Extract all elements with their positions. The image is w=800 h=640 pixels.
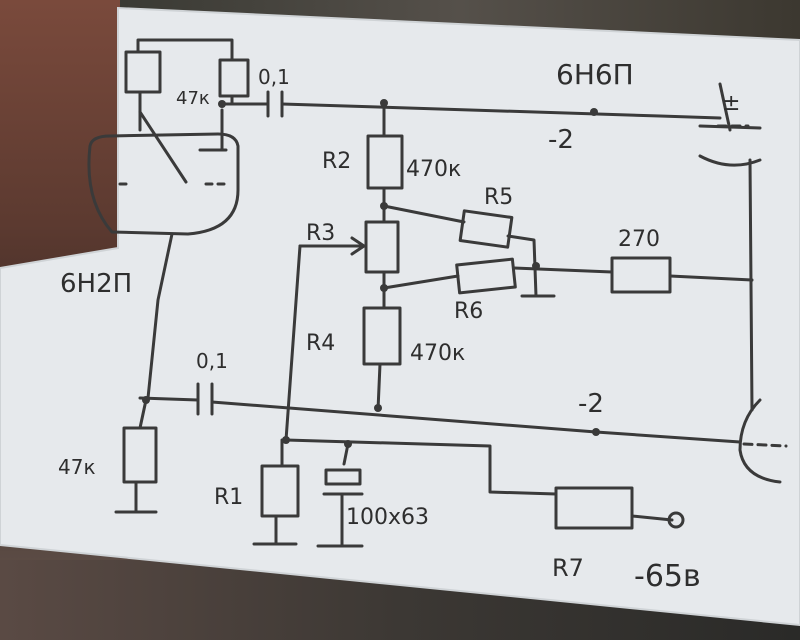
tube-6n6p-dashes-bottom (742, 442, 788, 448)
label-grid-bottom: -2 (578, 389, 604, 419)
junction-r2-top (380, 99, 388, 107)
wire-to-r5 (382, 204, 466, 224)
resistor-top-left-1 (124, 50, 162, 94)
resistor-r5 (458, 209, 514, 249)
junction-r5-r6 (532, 262, 540, 270)
label-r3-name: R3 (306, 221, 335, 246)
wire-wiper-down (284, 244, 302, 442)
label-r2-value: 470к (406, 157, 461, 182)
wire-r4-down (376, 362, 382, 412)
junction-grid-bottom (592, 428, 600, 436)
wire-to-cap-mid (138, 396, 200, 402)
resistor-top-left-47k (218, 58, 250, 98)
wire-bottom-bus (284, 438, 558, 496)
wire-top-frame (136, 38, 234, 62)
label-tube-6n2p: 6Н2П (60, 269, 132, 299)
wire-to-r6 (382, 274, 460, 290)
ground-r1 (252, 514, 298, 546)
wire-r7-terminal (630, 514, 674, 522)
tube-grid-wire (138, 110, 188, 184)
label-supply: -65в (634, 559, 701, 594)
junction-r6 (380, 284, 388, 292)
junctions (142, 99, 600, 448)
wire-270-right (668, 274, 754, 282)
label-r1-name: R1 (214, 485, 243, 510)
cap-electrolytic-top (324, 468, 362, 486)
label-res-270: 270 (618, 227, 660, 252)
label-res-bottom-left: 47к (58, 455, 96, 479)
label-grid-top: -2 (548, 125, 574, 155)
wire-r5-to-node (506, 234, 538, 298)
resistor-r4 (362, 306, 402, 366)
wire-top-bus (280, 102, 722, 120)
cap-mid-plates (196, 382, 214, 416)
label-r2-name: R2 (322, 149, 351, 174)
label-tube-6n6p: 6Н6П (556, 58, 634, 91)
label-cap-electrolytic: 100х63 (346, 505, 429, 530)
tube-6n6p-top (698, 82, 762, 167)
label-r6-name: R6 (454, 299, 483, 324)
ground-cap-electrolytic (316, 492, 364, 548)
junction-r5 (380, 202, 388, 210)
label-res-top-left: 47к (176, 88, 210, 109)
junction-cap-mid (142, 396, 150, 404)
junction-grid-top (590, 108, 598, 116)
ground-bottom-left (114, 480, 158, 514)
junction-r1 (282, 436, 290, 444)
resistor-r7 (554, 486, 634, 530)
junction-cap-top (218, 100, 226, 108)
tube-6n6p-bottom (738, 398, 782, 484)
label-cap-mid: 0,1 (196, 349, 228, 373)
resistor-r6 (455, 257, 517, 295)
label-r5-name: R5 (484, 185, 513, 210)
label-r4-value: 470к (410, 341, 465, 366)
junction-electrolytic (344, 440, 352, 448)
junction-r4-bottom (374, 404, 382, 412)
wiper-arrow (350, 236, 366, 256)
label-plus-mark: ± (722, 91, 740, 116)
wire-to-r47k-bottom (138, 398, 148, 430)
resistor-bottom-left-47k (122, 426, 158, 484)
wire-cathode-down (146, 232, 174, 400)
wire-right-vertical (748, 158, 754, 412)
label-r7-name: R7 (552, 554, 584, 582)
wire-r6-to-270 (512, 266, 614, 274)
resistor-r1 (260, 464, 300, 518)
tube-6n2p-envelope (87, 132, 240, 236)
paper-edge (0, 6, 800, 627)
terminal-supply (667, 511, 685, 529)
potentiometer-r3 (364, 220, 400, 274)
label-cap-top: 0,1 (258, 65, 290, 89)
label-r4-name: R4 (306, 331, 335, 356)
